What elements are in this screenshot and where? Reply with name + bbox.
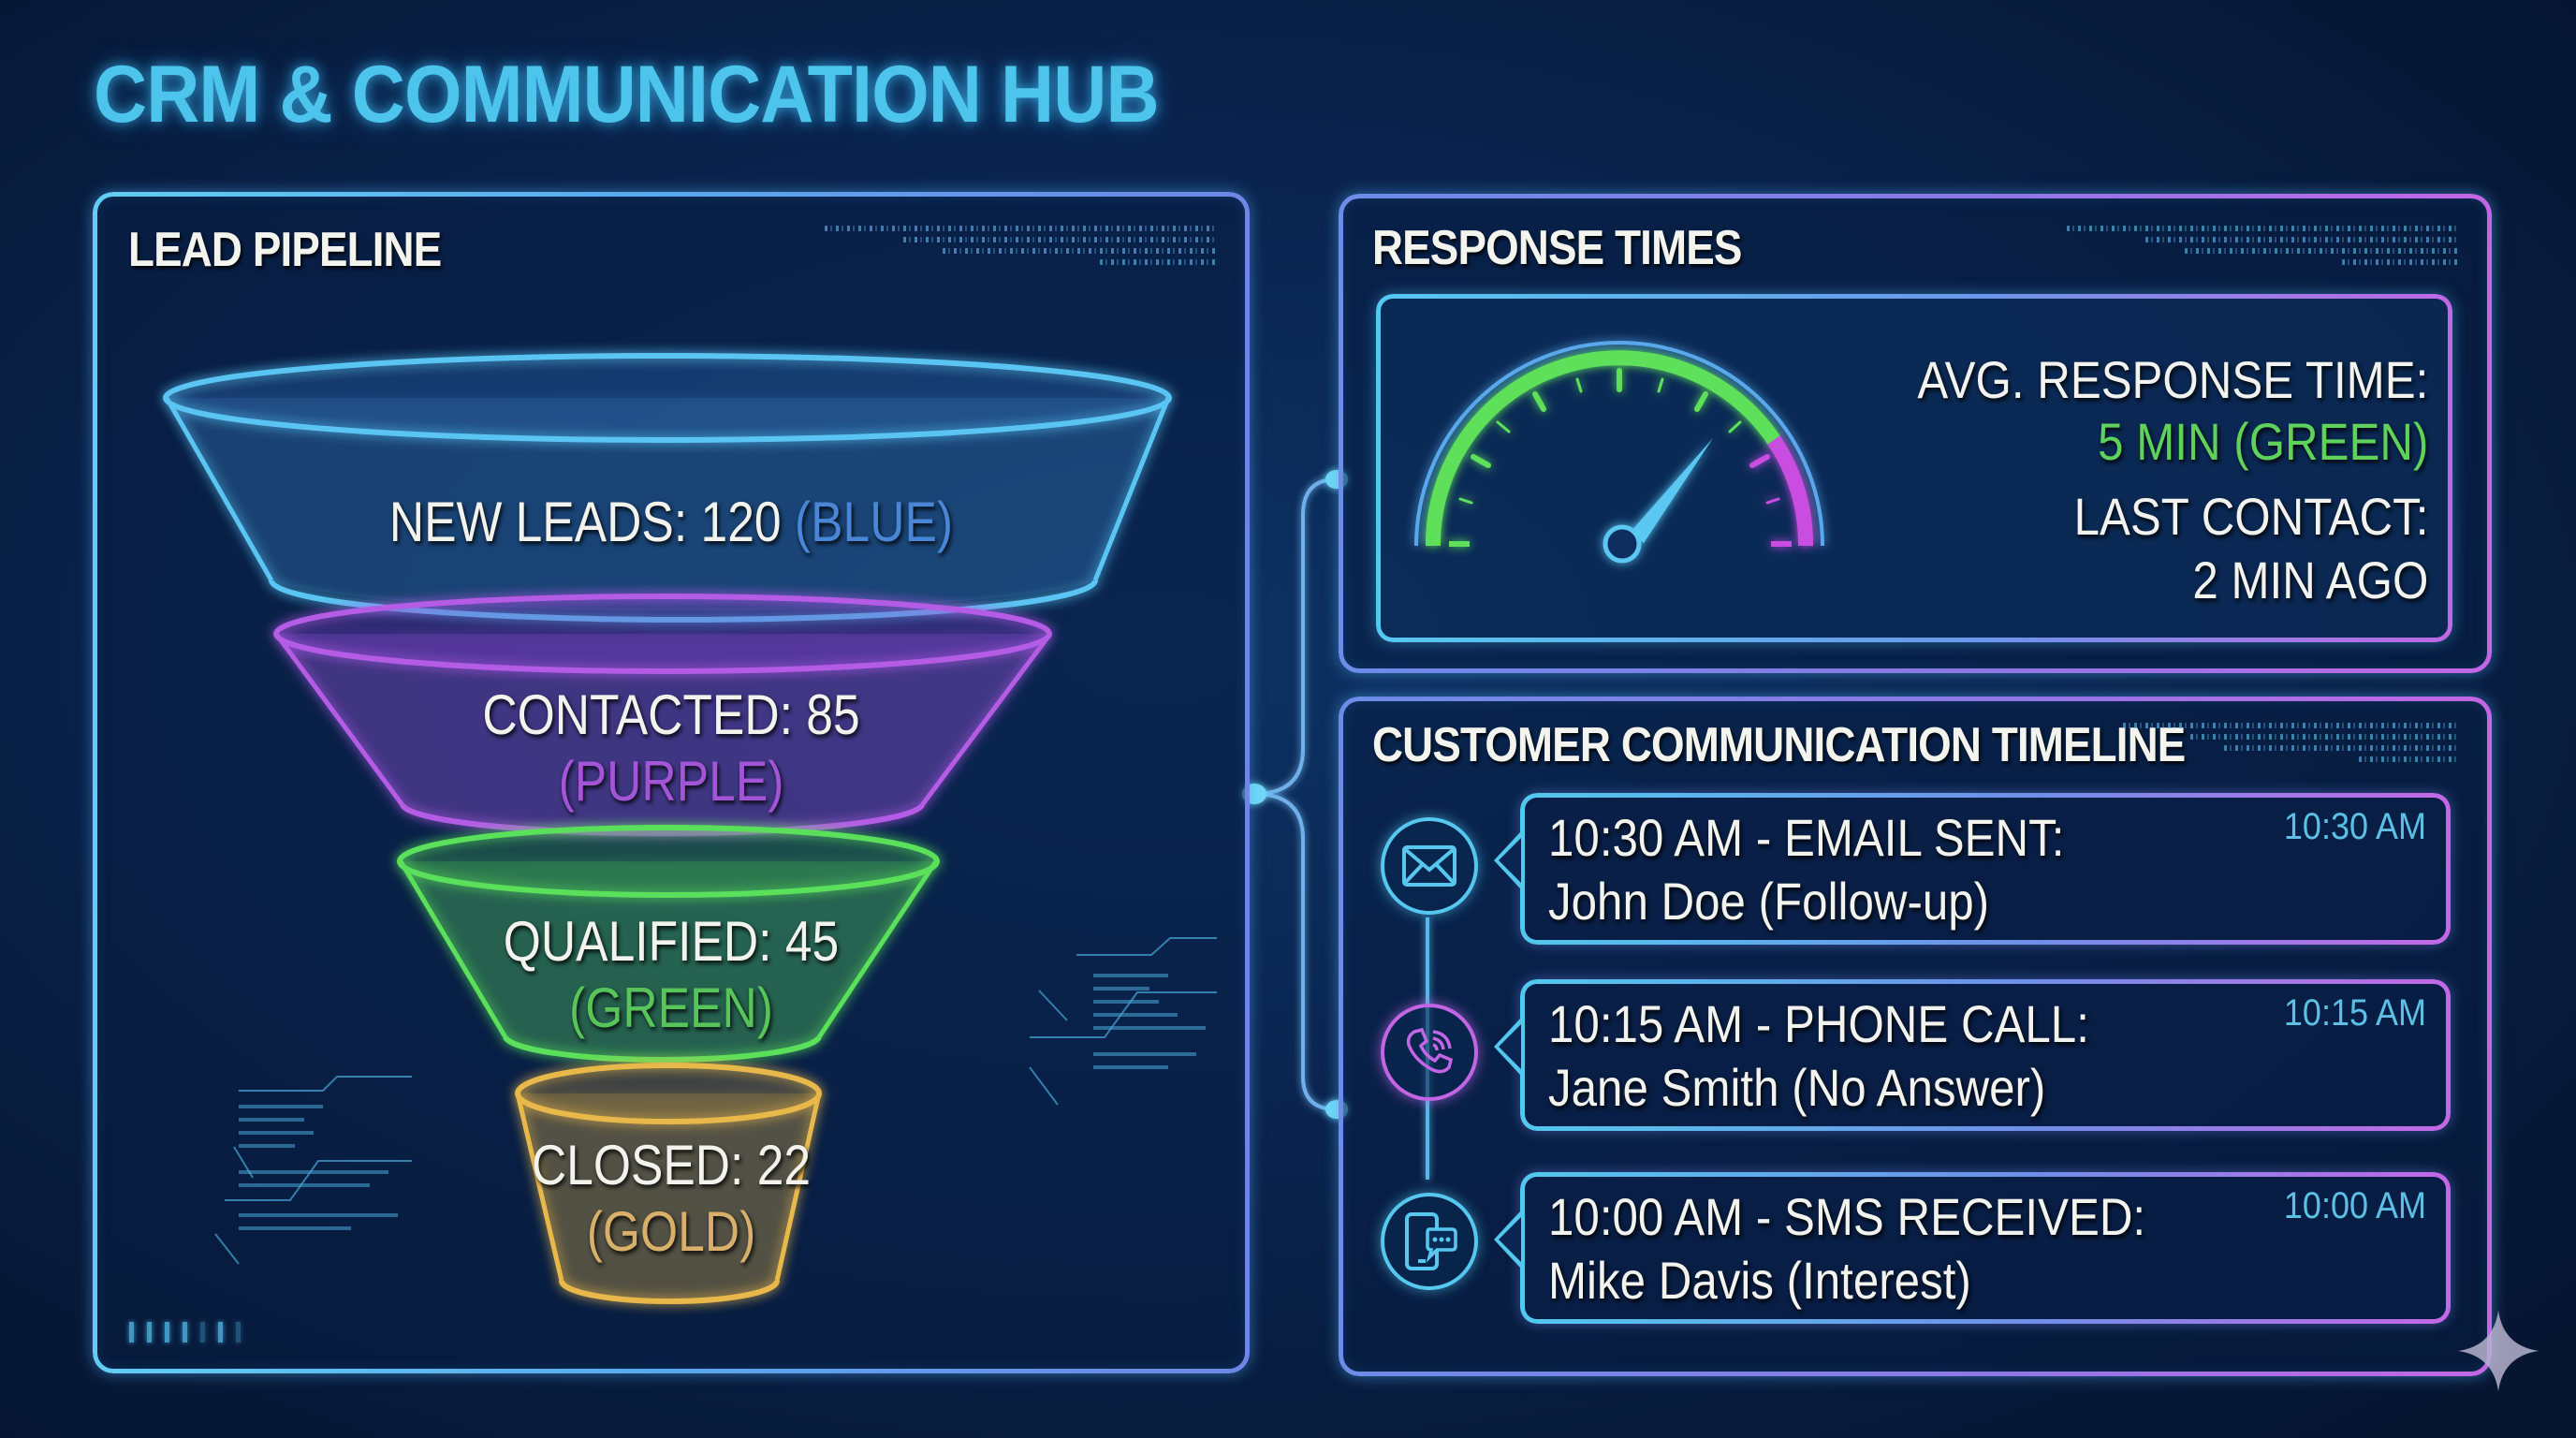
stage-color-new-leads: (BLUE) — [794, 491, 954, 553]
stage-count-new-leads: NEW LEADS: 120 — [388, 491, 782, 553]
email-icon[interactable] — [1381, 817, 1478, 915]
sparkle-icon — [2457, 1310, 2539, 1392]
event-headline: 10:15 AM - PHONE CALL: — [1548, 994, 2089, 1053]
phone-call-glyph — [1406, 1027, 1454, 1074]
lead-pipeline-panel: LEAD PIPELINE — [93, 192, 1250, 1373]
stage-color-closed: (GOLD) — [586, 1199, 756, 1263]
event-timestamp: 10:00 AM — [2283, 1185, 2426, 1226]
last-contact-value: 2 MIN AGO — [2192, 550, 2428, 609]
event-headline: 10:00 AM - SMS RECEIVED: — [1548, 1187, 2146, 1246]
timeline-event-sms[interactable]: 10:00 AM - SMS RECEIVED: Mike Davis (Int… — [1494, 1172, 2451, 1324]
panel-connector — [1242, 470, 1348, 1119]
speedometer-gauge — [1414, 341, 1824, 564]
funnel-stage-qualified[interactable] — [397, 825, 940, 1063]
data-streaks-decoration — [825, 226, 1218, 282]
stage-label-contacted: CONTACTED: 85 (PURPLE) — [174, 682, 1169, 815]
stage-count-contacted: CONTACTED: 85 — [482, 683, 860, 746]
event-text: 10:30 AM - EMAIL SENT: John Doe (Follow-… — [1548, 806, 2064, 933]
phone-message-glyph — [1405, 1212, 1457, 1270]
stage-color-contacted: (PURPLE) — [558, 749, 784, 813]
card-pointer — [1494, 1019, 1521, 1075]
timeline-title: CUSTOMER COMMUNICATION TIMELINE — [1372, 718, 2186, 772]
signal-bars-decoration — [129, 1322, 241, 1343]
card-pointer — [1494, 1211, 1521, 1268]
stage-count-qualified: QUALIFIED: 45 — [503, 910, 840, 973]
page-title: CRM & COMMUNICATION HUB — [94, 50, 1160, 139]
avg-response-label: AVG. RESPONSE TIME: — [1917, 350, 2428, 409]
card-pointer — [1494, 832, 1521, 888]
event-text: 10:15 AM - PHONE CALL: Jane Smith (No An… — [1548, 992, 2089, 1120]
lead-pipeline-title: LEAD PIPELINE — [128, 223, 442, 277]
event-headline: 10:30 AM - EMAIL SENT: — [1548, 808, 2065, 867]
last-contact-label: LAST CONTACT: — [2073, 487, 2428, 546]
event-timestamp: 10:30 AM — [2283, 806, 2426, 847]
stage-label-new-leads: NEW LEADS: 120 (BLUE) — [174, 490, 1169, 556]
avg-response-value: 5 MIN (GREEN) — [2097, 412, 2428, 471]
funnel-stage-contacted[interactable] — [273, 594, 1053, 838]
data-streaks-decoration — [2123, 723, 2460, 779]
circuit-text-decoration — [239, 974, 1206, 1230]
funnel-stage-new-leads[interactable] — [163, 353, 1172, 623]
lead-funnel-chart — [163, 353, 1217, 1304]
sms-icon[interactable] — [1381, 1193, 1478, 1290]
data-streaks-decoration — [2067, 226, 2460, 282]
event-detail: Mike Davis (Interest) — [1548, 1251, 1971, 1310]
response-stats: AVG. RESPONSE TIME: 5 MIN (GREEN) LAST C… — [1773, 348, 2428, 629]
event-text: 10:00 AM - SMS RECEIVED: Mike Davis (Int… — [1548, 1185, 2145, 1313]
funnel-stage-closed[interactable] — [515, 1063, 822, 1304]
event-detail: John Doe (Follow-up) — [1548, 872, 1990, 931]
timeline-event-phone[interactable]: 10:15 AM - PHONE CALL: Jane Smith (No An… — [1494, 979, 2451, 1131]
event-timestamp: 10:15 AM — [2283, 992, 2426, 1034]
stage-label-qualified: QUALIFIED: 45 (GREEN) — [174, 909, 1169, 1042]
envelope-glyph — [1402, 845, 1456, 887]
stage-count-closed: CLOSED: 22 — [531, 1134, 812, 1196]
timeline-event-email[interactable]: 10:30 AM - EMAIL SENT: John Doe (Follow-… — [1494, 793, 2451, 945]
phone-icon[interactable] — [1381, 1004, 1478, 1101]
event-detail: Jane Smith (No Answer) — [1548, 1058, 2046, 1117]
response-gauge-card: AVG. RESPONSE TIME: 5 MIN (GREEN) LAST C… — [1376, 294, 2452, 642]
stage-color-qualified: (GREEN) — [569, 976, 773, 1039]
response-times-title: RESPONSE TIMES — [1372, 221, 1742, 275]
stage-label-closed: CLOSED: 22 (GOLD) — [174, 1133, 1169, 1266]
